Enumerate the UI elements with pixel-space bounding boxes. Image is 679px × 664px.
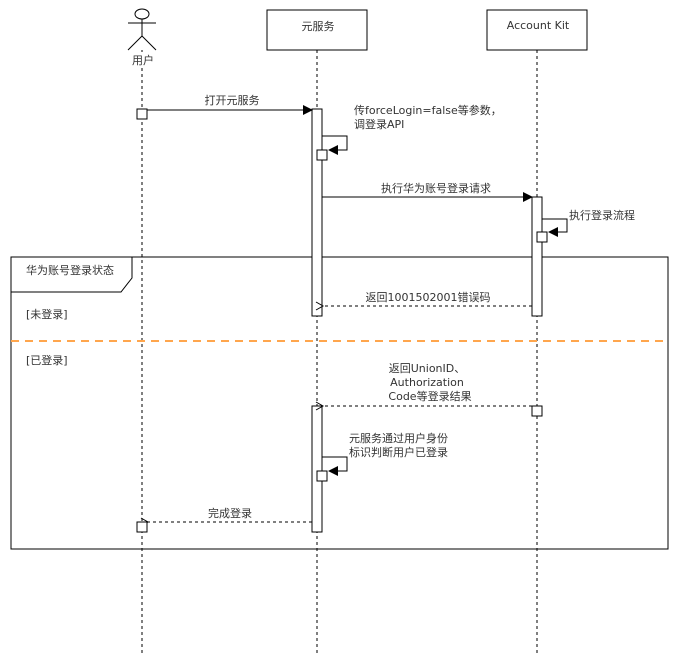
actor-leg-left-icon	[127, 35, 143, 51]
actor-head-icon	[134, 8, 150, 20]
message-login-flow: 执行登录流程	[536, 208, 635, 243]
participant-account-label: Account Kit	[507, 19, 570, 32]
fragment-title: 华为账号登录状态	[26, 263, 114, 277]
message-end-user	[136, 521, 148, 533]
self-call-activation	[536, 231, 548, 243]
fragment-title-tab	[11, 257, 133, 293]
message-huawei-login-request: 执行华为账号登录请求	[322, 181, 533, 202]
participant-service[interactable]: 元服务	[266, 9, 368, 51]
message-label: 打开元服务	[205, 93, 260, 107]
message-label-line-1: 返回UnionID、	[389, 362, 466, 375]
message-start-account	[531, 405, 543, 417]
message-label-line-3: Code等登录结果	[388, 389, 471, 403]
alt-fragment: 华为账号登录状态 [未登录] [已登录]	[10, 256, 669, 550]
message-return-error-code: 返回1001502001错误码	[315, 290, 532, 311]
message-check-logged-in: 元服务通过用户身份 标识判断用户已登录	[316, 431, 448, 482]
participant-account[interactable]: Account Kit	[486, 9, 588, 51]
fragment-frame	[10, 256, 669, 550]
message-label: 完成登录	[208, 506, 252, 520]
fragment-guard-logged-in: [已登录]	[26, 353, 68, 367]
message-return-login-result: 返回UnionID、 Authorization Code等登录结果	[315, 362, 543, 417]
activation-account-1	[531, 196, 543, 317]
fragment-guard-not-logged-in: [未登录]	[26, 307, 68, 321]
participant-user-label: 用户	[132, 53, 154, 67]
message-label: 返回1001502001错误码	[366, 290, 491, 304]
message-label: 执行登录流程	[569, 208, 635, 222]
message-label: 执行华为账号登录请求	[381, 181, 491, 195]
message-label-line-1: 元服务通过用户身份	[349, 431, 448, 445]
message-label-line-2: 调登录API	[354, 117, 404, 131]
participant-user[interactable]: 用户	[127, 8, 157, 67]
message-call-login-api: 传forceLogin=false等参数， 调登录API	[316, 103, 502, 161]
activation-service-1	[311, 108, 323, 317]
message-label-line-1: 传forceLogin=false等参数，	[354, 103, 502, 117]
self-call-activation	[316, 149, 328, 161]
message-label-line-2: 标识判断用户已登录	[349, 445, 448, 459]
activation-service-2	[311, 405, 323, 533]
message-label-line-2: Authorization	[390, 376, 464, 389]
message-start-user	[136, 108, 148, 120]
participant-service-label: 元服务	[302, 20, 335, 33]
message-open-service: 打开元服务	[136, 93, 313, 120]
self-call-activation	[316, 470, 328, 482]
message-login-complete: 完成登录	[136, 506, 312, 533]
actor-leg-right-icon	[141, 35, 157, 51]
